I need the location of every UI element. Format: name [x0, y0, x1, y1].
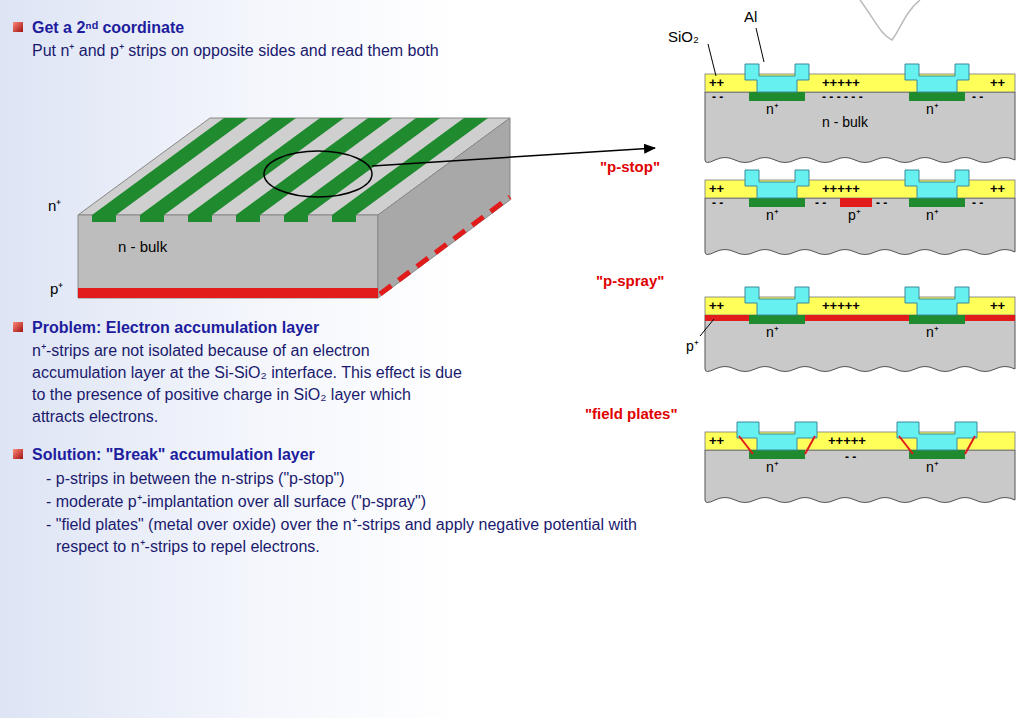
- cross-section: [705, 64, 1015, 163]
- layer-name: n⁺: [926, 101, 939, 117]
- heading: Get a 2ⁿᵈ coordinate: [32, 18, 184, 38]
- charge-sign: ++: [709, 433, 724, 449]
- charge-sign: +++++: [822, 298, 860, 314]
- aluminium-contact: [745, 170, 809, 198]
- layer-name: n⁺: [766, 459, 779, 475]
- method-name: "p-spray": [596, 272, 664, 290]
- cross-section: [705, 287, 1015, 372]
- aluminium-contact: [745, 287, 809, 315]
- method-name: "field plates": [585, 405, 678, 423]
- charge-sign: ++: [990, 181, 1005, 197]
- body-text: Put n⁺ and p⁺ strips on opposite sides a…: [32, 40, 439, 62]
- field-line: [805, 436, 815, 454]
- charge-sign: - -: [815, 198, 826, 208]
- n-plus-strip: [909, 198, 965, 207]
- charge-sign: - -: [845, 452, 856, 462]
- method-name: "p-stop": [600, 158, 660, 176]
- charge-sign: ++: [990, 298, 1005, 314]
- charge-sign: +++++: [828, 433, 866, 449]
- charge-sign: ++: [990, 75, 1005, 91]
- field-line: [899, 436, 913, 454]
- n-strip: [188, 215, 212, 222]
- layer-name: n⁺: [926, 207, 939, 223]
- n-plus-strip: [749, 92, 805, 101]
- part-name: SiO₂: [668, 28, 699, 46]
- charge-sign: - - - - - -: [822, 92, 863, 102]
- n-plus-strip: [749, 315, 805, 324]
- aluminium-contact: [745, 64, 809, 92]
- list-item: - moderate p⁺-implantation over all surf…: [46, 491, 426, 513]
- bullet: [13, 449, 23, 459]
- layer-name: n - bulk: [822, 114, 868, 130]
- field-line: [965, 436, 975, 454]
- list-item: - "field plates" (metal over oxide) over…: [46, 514, 666, 558]
- layer-name: n - bulk: [118, 238, 167, 256]
- aluminium-contact: [737, 422, 817, 450]
- charge-sign: ++: [709, 181, 724, 197]
- n-strip: [284, 215, 308, 222]
- heading: Problem: Electron accumulation layer: [32, 318, 319, 338]
- bulk: [705, 198, 1015, 255]
- n-plus-strip: [909, 315, 965, 324]
- charge-sign: - -: [972, 198, 983, 208]
- bullet: [13, 322, 23, 332]
- layer-name: n⁺: [926, 459, 939, 475]
- charge-sign: +++++: [822, 181, 860, 197]
- heading: Solution: "Break" accumulation layer: [32, 445, 315, 465]
- layer-name: n⁺: [766, 101, 779, 117]
- n-plus-strip: [909, 450, 965, 459]
- cross-section: [705, 170, 1015, 255]
- list-item: - p-strips in between the n-strips ("p-s…: [46, 468, 345, 490]
- charge-sign: ++: [709, 75, 724, 91]
- bulk: [705, 315, 1015, 372]
- charge-sign: - -: [972, 92, 983, 102]
- n-strip: [236, 215, 260, 222]
- charge-sign: - -: [876, 198, 887, 208]
- charge-sign: ++: [709, 298, 724, 314]
- n-plus-strip: [909, 92, 965, 101]
- layer-name: p⁺: [848, 207, 861, 223]
- leader-line: [756, 28, 764, 62]
- zoom-ellipse: [264, 151, 372, 197]
- n-plus-strip: [749, 450, 805, 459]
- layer-name: n⁺: [48, 197, 61, 215]
- n-strip: [140, 215, 164, 222]
- bulk: [705, 450, 1015, 503]
- sensor-slab: [78, 118, 510, 298]
- charge-sign: +++++: [822, 75, 860, 91]
- charge-sign: - -: [712, 92, 723, 102]
- n-strip: [332, 215, 356, 222]
- aluminium-contact: [905, 64, 969, 92]
- layer-name: n⁺: [766, 207, 779, 223]
- n-strip: [332, 118, 488, 215]
- field-line: [739, 436, 753, 454]
- n-strip: [92, 215, 116, 222]
- layer-name: n⁺: [766, 324, 779, 340]
- probe-outline: [860, 0, 920, 40]
- leader-line: [708, 44, 716, 76]
- p-stop-implant: [840, 198, 872, 207]
- aluminium-contact: [905, 170, 969, 198]
- layer-name: n⁺: [926, 324, 939, 340]
- leader-line: [700, 319, 714, 336]
- cross-section: [705, 422, 1015, 503]
- part-name: Al: [744, 8, 757, 26]
- aluminium-contact: [905, 287, 969, 315]
- n-strips: [92, 118, 488, 222]
- bullet: [13, 22, 23, 32]
- layer-name: p⁺: [50, 280, 63, 298]
- aluminium-contact: [897, 422, 977, 450]
- n-plus-strip: [749, 198, 805, 207]
- body-text: n⁺-strips are not isolated because of an…: [32, 340, 462, 428]
- charge-sign: - -: [712, 198, 723, 208]
- bulk: [705, 92, 1015, 163]
- layer-name: p⁺: [686, 338, 699, 354]
- cross-sections: [705, 64, 1015, 503]
